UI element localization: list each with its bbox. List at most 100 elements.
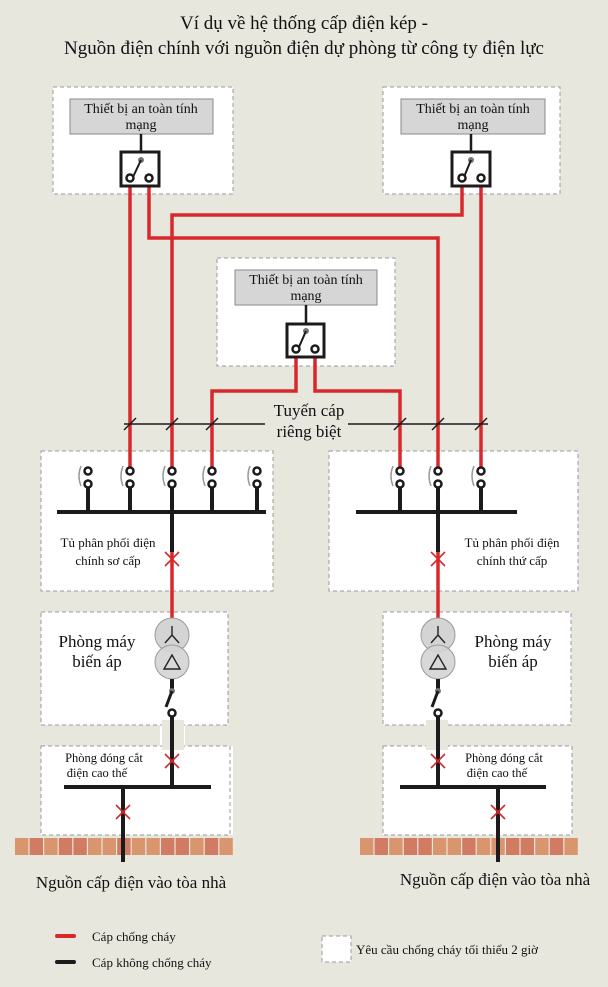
terminal [433,479,443,489]
legend-normal-cable-label: Cáp không chống cháy [92,955,212,970]
primary-switchboard: Tủ phân phối điện chính sơ cấp [57,465,266,568]
star-symbol [430,626,446,644]
route-tick [123,417,137,431]
terminal [310,344,320,354]
room-hv-switch-right [382,745,573,836]
terminal [144,173,154,183]
transformer-left: Phòng máy biến áp [59,617,190,788]
switch-left [119,134,161,188]
brick [29,838,43,855]
route-tick [393,417,407,431]
breaker-x-icon [430,753,446,769]
terminal [207,466,217,476]
switch-blade [463,159,472,178]
hv-room-label-line-1: Phòng đóng cắt [465,751,543,765]
hv-room-label-line-2: điện cao thế [467,766,528,780]
outgoing-way [428,465,443,512]
fuse-arc [78,465,82,487]
legend-fire-room-label: Yêu cầu chống cháy tối thiểu 2 giờ [356,942,539,957]
fuse-arc [428,465,432,487]
terminal [83,466,93,476]
incoming-supply-label-left: Nguồn cấp điện vào tòa nhà [36,873,227,892]
brick [433,838,447,855]
terminal [83,479,93,489]
hv-switch-left: Phòng đóng cắt điện cao thế [64,751,211,861]
separate-cable-route: Tuyến cáp riêng biệt [123,401,488,441]
terminal [167,479,177,489]
brick [15,838,29,855]
brick [506,838,520,855]
breaker-x-icon [115,804,131,820]
room-transformer-left [40,611,229,726]
room-transformer-right [382,611,572,726]
legend-fire-cable-label: Cáp chống cháy [92,929,176,944]
device-label-line-1: Thiết bị an toàn tính [84,102,198,117]
device-label-line-1: Thiết bị an toàn tính [416,102,530,117]
fuse-arc [390,465,394,487]
brick [374,838,388,855]
fuse-arc [471,465,475,487]
title-line-1: Ví dụ về hệ thống cấp điện kép - [180,13,428,34]
cable-left-b [147,180,440,470]
route-label-line-1: Tuyến cáp [274,401,345,420]
terminal [457,173,467,183]
terminal [291,344,301,354]
transformer-delta-winding-icon [154,644,190,680]
terminal [252,466,262,476]
transformer-room-label-line-2: biến áp [72,652,122,671]
outgoing-way [202,465,217,512]
hv-room-label-line-2: điện cao thế [67,766,128,780]
building-wall-left [15,838,233,855]
terminal [476,479,486,489]
brick [58,838,73,855]
building-wall-right [360,838,578,855]
terminal [125,173,135,183]
route-tick [474,417,488,431]
cable-center-a [210,352,298,470]
transformer-room-label-line-2: biến áp [488,652,538,671]
brick [73,838,87,855]
device-label-box [69,98,214,135]
outgoing-way [120,465,135,512]
brick [476,838,491,855]
outgoing-way [162,465,177,512]
device-label-box [400,98,546,135]
transformer-right: Phòng máy biến áp [420,617,552,788]
terminal [476,466,486,476]
transformer-delta-winding-icon [420,644,456,680]
terminal [125,466,135,476]
room-secondary-switchboard [328,450,579,592]
transformer-room-label-line-1: Phòng máy [475,632,552,651]
switch-center [285,305,326,359]
cable-center-b [313,352,402,470]
brick [44,838,58,855]
brick [88,838,102,855]
star-symbol [164,626,180,644]
route-tick [431,417,445,431]
secondary-label-line-1: Tủ phân phối điện [465,535,560,550]
delta-symbol [162,653,182,670]
breaker-x-icon [490,804,506,820]
breaker-x-icon [164,551,180,567]
switch-blade [132,159,142,178]
secondary-switchboard: Tủ phân phối điện chính thứ cấp [356,465,560,568]
device-label-line-2: mạng [290,289,321,304]
hv-switch-right: Phòng đóng cắt điện cao thế [400,751,546,861]
brick [190,838,204,855]
terminal [395,466,405,476]
brick [204,838,219,855]
terminal [476,173,486,183]
terminal [252,479,262,489]
room-hv-switch-left [40,745,231,836]
legend: Cáp chống cháy Cáp không chống cháy Yêu … [55,929,539,970]
brick [131,838,146,855]
terminal [167,466,177,476]
device-label-line-1: Thiết bị an toàn tính [249,273,363,288]
brick [447,838,461,855]
room-primary-switchboard [40,450,274,592]
brick [102,838,116,855]
brick [535,838,549,855]
device-label-line-2: mạng [125,118,156,133]
brick [549,838,564,855]
disconnect-blade [164,690,174,708]
